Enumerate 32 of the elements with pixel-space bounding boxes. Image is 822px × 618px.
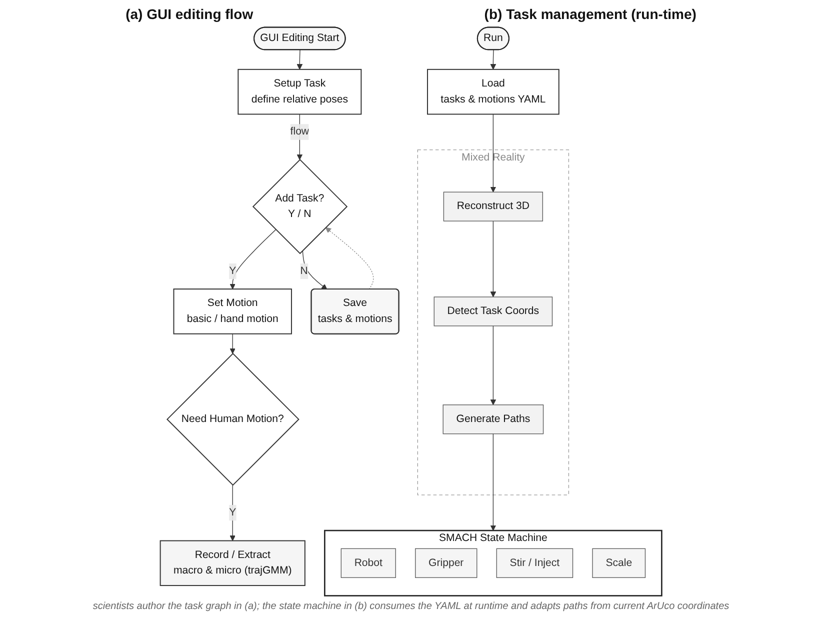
node-box: Set Motion basic / hand motion — [173, 288, 292, 334]
arrow — [325, 227, 374, 290]
arrow — [230, 229, 276, 290]
arrow — [296, 50, 303, 70]
arrow — [490, 114, 496, 192]
arrow — [490, 326, 496, 406]
node-box: Stir / Inject — [496, 548, 574, 578]
edge-label: flow — [290, 126, 310, 138]
panel-title: (b) Task management (run-time) — [484, 6, 696, 22]
arrow — [296, 114, 303, 160]
arrow — [490, 50, 496, 70]
arrow — [490, 434, 496, 531]
edge-label: Y — [229, 506, 236, 518]
node-box: Detect Task Coords — [434, 296, 553, 326]
arrow — [230, 334, 236, 354]
node-box: Generate Paths — [442, 404, 544, 434]
edge-label: Y — [229, 265, 236, 277]
caption: scientists author the task graph in (a); the state machine in (b) consumes the YAML at runtime and adapts paths from current ArUco coordinates — [92, 601, 730, 612]
panel-title: (a) GUI editing flow — [126, 6, 254, 22]
node-diamond: Add Task? Y / N — [252, 158, 348, 254]
arrow — [230, 484, 236, 541]
edge-label: N — [300, 265, 308, 277]
arrow — [302, 250, 328, 290]
node-diamond: Need Human Motion? — [166, 352, 300, 486]
node-box: Record / Extract macro & micro (trajGMM) — [160, 540, 306, 586]
node-box: Robot — [340, 548, 396, 578]
arrow — [490, 220, 496, 298]
node-box: Load tasks & motions YAML — [427, 68, 560, 115]
node-box: Setup Task define relative poses — [238, 68, 362, 115]
node-box: Reconstruct 3D — [443, 192, 543, 222]
node-box: Scale — [592, 548, 646, 578]
node-box: Gripper — [415, 548, 478, 578]
